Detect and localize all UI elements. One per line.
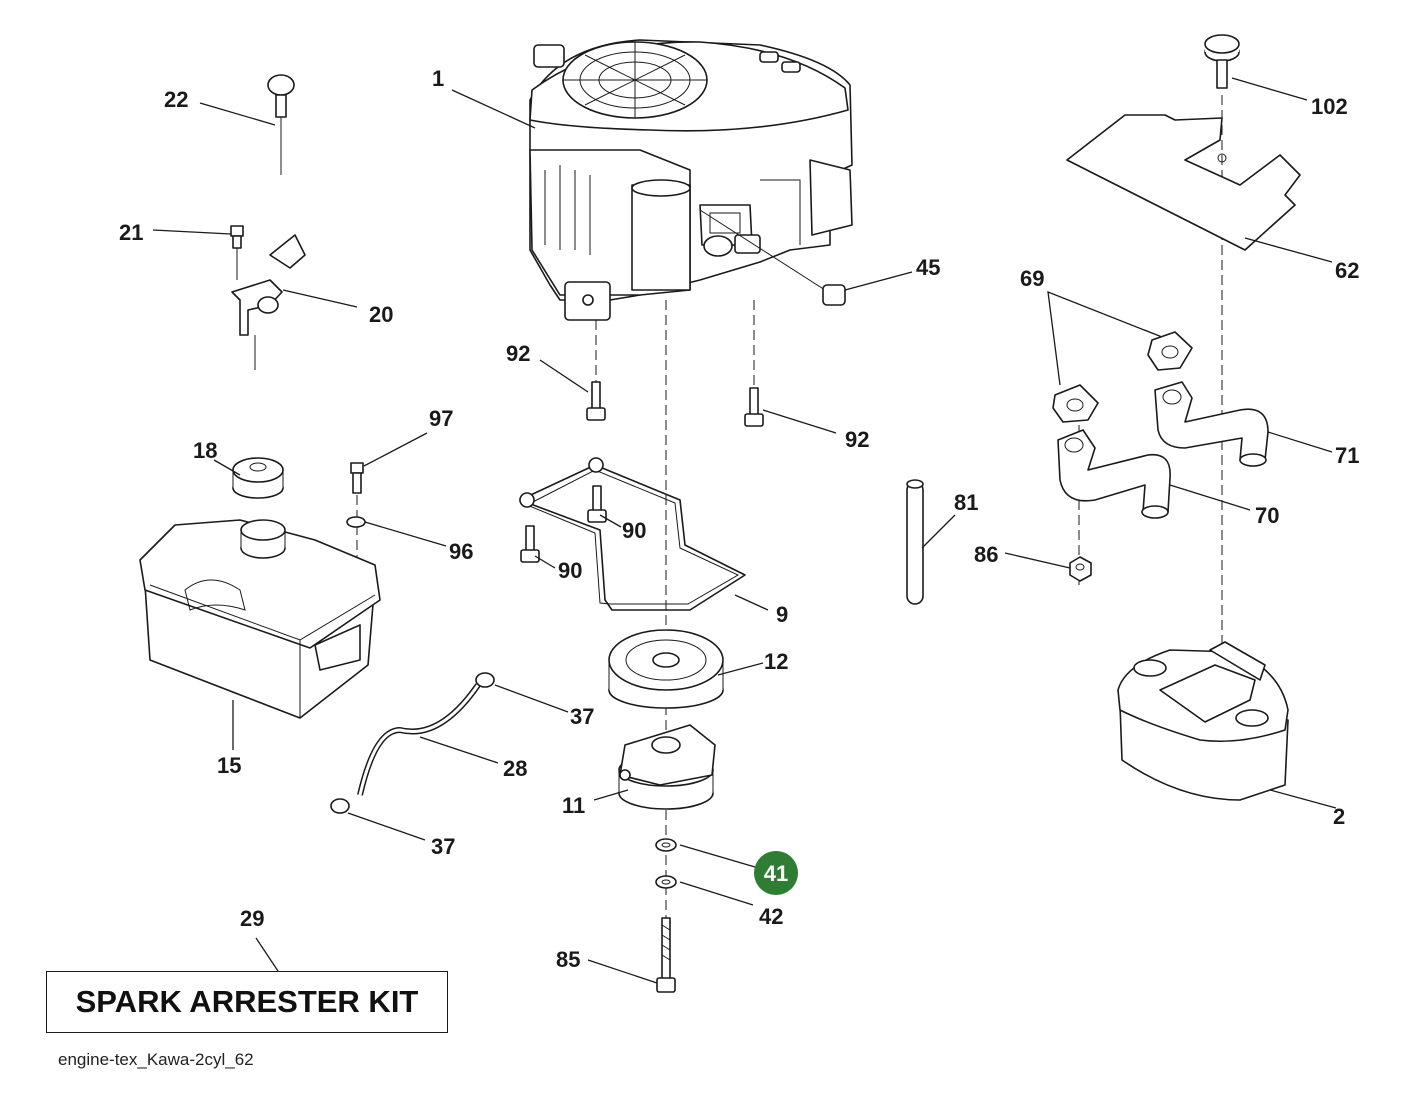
callout-42: 42 [759, 904, 783, 929]
callout-97: 97 [429, 406, 453, 431]
washer-part-41 [655, 838, 677, 852]
knob-part [267, 74, 295, 175]
exhaust-pipe-part-70 [1057, 429, 1171, 519]
bolt-part-92a [586, 381, 606, 421]
callout-labels: 1 2 9 11 12 15 18 20 21 22 28 29 37 37 4… [119, 66, 1359, 972]
bracket-wire-part [519, 457, 746, 611]
callout-1: 1 [432, 66, 444, 91]
clutch-part [618, 724, 716, 810]
nut-part [1069, 556, 1092, 582]
spark-arrester-kit-label: SPARK ARRESTER KIT [46, 971, 448, 1033]
spark-plug-cap-part [699, 209, 846, 306]
knob-screw-part-102 [1204, 34, 1240, 89]
leader-lines [152, 77, 1337, 984]
callout-86: 86 [974, 542, 998, 567]
callout-12: 12 [764, 649, 788, 674]
fuel-cap-part [232, 457, 284, 499]
callout-71: 71 [1335, 443, 1359, 468]
callout-29: 29 [240, 906, 264, 931]
fuel-tank-part [139, 519, 381, 719]
callout-81: 81 [954, 490, 978, 515]
callout-90-lower: 90 [558, 558, 582, 583]
callout-102: 102 [1311, 94, 1348, 119]
callout-11: 11 [562, 793, 585, 818]
diagram-reference: engine-tex_Kawa-2cyl_62 [58, 1050, 254, 1069]
callout-70: 70 [1255, 503, 1279, 528]
callout-96: 96 [449, 539, 473, 564]
bolt-part-90b [520, 525, 540, 563]
hose-clamp-part-37b [330, 798, 350, 814]
callout-92-right: 92 [845, 427, 869, 452]
callout-41-highlight [754, 851, 798, 895]
washer-part-42 [655, 875, 677, 889]
exhaust-pipe-part-71 [1154, 381, 1269, 467]
screw-part-97 [350, 462, 364, 494]
callout-15: 15 [217, 753, 241, 778]
callout-22: 22 [164, 87, 188, 112]
pulley-part [608, 629, 724, 709]
washer-part-96 [346, 516, 366, 528]
callout-9: 9 [776, 602, 788, 627]
bolt-part-90a [587, 485, 607, 523]
throttle-control-part [231, 234, 306, 370]
callout-69: 69 [1020, 266, 1044, 291]
callout-85: 85 [556, 947, 580, 972]
callout-28: 28 [503, 756, 527, 781]
hose-clamp-part-37a [475, 672, 495, 688]
gasket-part-69a [1147, 331, 1193, 371]
callout-37-upper: 37 [570, 704, 594, 729]
fuel-hose-part [357, 683, 481, 796]
callout-21: 21 [119, 220, 143, 245]
muffler-part [1117, 641, 1289, 801]
callout-92-left: 92 [506, 341, 530, 366]
callout-20: 20 [369, 302, 393, 327]
callout-2: 2 [1333, 804, 1345, 829]
screw-part-21 [230, 225, 244, 280]
callout-37-lower: 37 [431, 834, 455, 859]
tube-part [906, 479, 924, 605]
gasket-part-69b [1052, 384, 1099, 423]
heat-shield-part [1066, 114, 1301, 251]
callout-90-upper: 90 [622, 518, 646, 543]
callout-41: 41 [764, 861, 788, 886]
callout-62: 62 [1335, 258, 1359, 283]
callout-45: 45 [916, 255, 940, 280]
engine-part [529, 39, 853, 321]
bolt-part-92b [744, 387, 764, 427]
bolt-part-85 [656, 917, 676, 993]
callout-18: 18 [193, 438, 217, 463]
